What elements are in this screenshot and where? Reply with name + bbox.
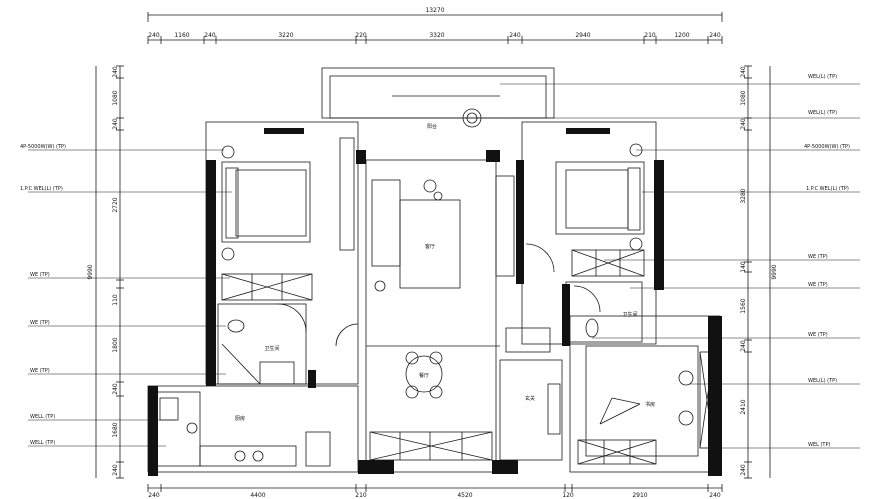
right-annotation-6: WE (TP)	[808, 282, 828, 288]
bottom-dim-1: 240	[148, 492, 160, 499]
left-dim-2: 1080	[112, 90, 119, 105]
top-dim-10: 1200	[674, 32, 689, 39]
left-annotation-7: WELL (TP)	[30, 440, 55, 446]
top-dimension-labels: 240 1160 240 3220 220 3320 240 2940 210 …	[148, 32, 721, 39]
right-dim-3: 240	[740, 118, 747, 130]
right-annotation-7: WE (TP)	[808, 332, 828, 338]
room-label-dining: 餐厅	[419, 372, 429, 379]
room-label-hall: 玄关	[525, 395, 535, 402]
top-dim-4: 3220	[278, 32, 293, 39]
right-dim-7: 240	[740, 340, 747, 352]
right-dim-1: 240	[740, 66, 747, 78]
room-label-balcony: 阳台	[427, 123, 437, 130]
top-dim-3: 240	[204, 32, 216, 39]
bottom-dim-7: 240	[709, 492, 721, 499]
top-dim-8: 2940	[575, 32, 590, 39]
right-annotation-8: WEL(L) (TP)	[808, 378, 837, 384]
right-annotations: WEL(L) (TP) WEL(L) (TP) 4P-5000W(W) (TP)…	[804, 74, 850, 448]
left-dim-4: 2720	[112, 197, 119, 212]
bottom-dimension-labels: 240 4400 210 4520 120 2910 240	[148, 492, 721, 499]
room-labels: 阳台 客厅 卫生间 卫生间 厨房 餐厅 玄关 书房	[235, 123, 655, 422]
left-dim-8: 1680	[112, 422, 119, 437]
right-dim-6: 1560	[740, 298, 747, 313]
bottom-dim-4: 4520	[457, 492, 472, 499]
left-annotation-1: 4P-5000W(W) (TP)	[20, 144, 66, 150]
left-dim-5: 110	[112, 294, 119, 306]
top-dim-5: 220	[355, 32, 367, 39]
left-dimension-labels: 9990 240 1080 240 2720 110 1800 240 1680…	[87, 66, 119, 476]
left-dim-7: 240	[112, 383, 119, 395]
right-total-dim: 9990	[771, 264, 778, 279]
top-dim-6: 3320	[429, 32, 444, 39]
left-dim-6: 1800	[112, 337, 119, 352]
room-label-bath-right: 卫生间	[622, 311, 637, 318]
left-annotation-5: WE (TP)	[30, 368, 50, 374]
top-dim-7: 240	[509, 32, 521, 39]
room-label-study: 书房	[645, 401, 655, 408]
bottom-dim-2: 4400	[250, 492, 265, 499]
left-annotation-2: 1.P.C WEL(L) (TP)	[20, 186, 63, 192]
leader-lines-left	[28, 149, 232, 447]
left-dim-9: 240	[112, 464, 119, 476]
right-annotation-9: WEL (TP)	[808, 442, 830, 448]
top-dim-9: 210	[644, 32, 656, 39]
right-annotation-3: 4P-5000W(W) (TP)	[804, 144, 850, 150]
room-label-kitchen: 厨房	[235, 415, 245, 422]
room-label-living: 客厅	[425, 243, 435, 250]
left-annotation-3: WE (TP)	[30, 272, 50, 278]
top-dim-1: 240	[148, 32, 160, 39]
left-annotation-6: WELL (TP)	[30, 414, 55, 420]
left-total-dim: 9990	[87, 264, 94, 279]
right-annotation-5: WE (TP)	[808, 254, 828, 260]
right-dim-9: 240	[740, 464, 747, 476]
right-dim-5: 140	[740, 261, 747, 273]
bottom-dim-6: 2910	[632, 492, 647, 499]
right-dim-8: 2410	[740, 399, 747, 414]
left-dim-1: 240	[112, 66, 119, 78]
top-ticks	[147, 36, 723, 44]
room-label-bath-left: 卫生间	[264, 345, 279, 352]
right-dim-4: 3280	[740, 188, 747, 203]
left-annotations: 4P-5000W(W) (TP) 1.P.C WEL(L) (TP) WE (T…	[20, 144, 66, 446]
right-annotation-2: WEL(L) (TP)	[808, 110, 837, 116]
right-annotation-4: 1.P.C WEL(L) (TP)	[806, 186, 849, 192]
top-dim-11: 240	[709, 32, 721, 39]
right-dim-2: 1080	[740, 90, 747, 105]
left-dim-3: 240	[112, 118, 119, 130]
bottom-dim-5: 120	[562, 492, 574, 499]
leader-lines-right	[500, 83, 860, 449]
left-annotation-4: WE (TP)	[30, 320, 50, 326]
top-dim-2: 1160	[174, 32, 189, 39]
overall-top-dimension: 13270	[425, 7, 444, 14]
right-annotation-1: WEL(L) (TP)	[808, 74, 837, 80]
bottom-dim-3: 210	[355, 492, 367, 499]
right-dimension-labels: 9990 240 1080 240 3280 140 1560 240 2410…	[740, 66, 778, 476]
